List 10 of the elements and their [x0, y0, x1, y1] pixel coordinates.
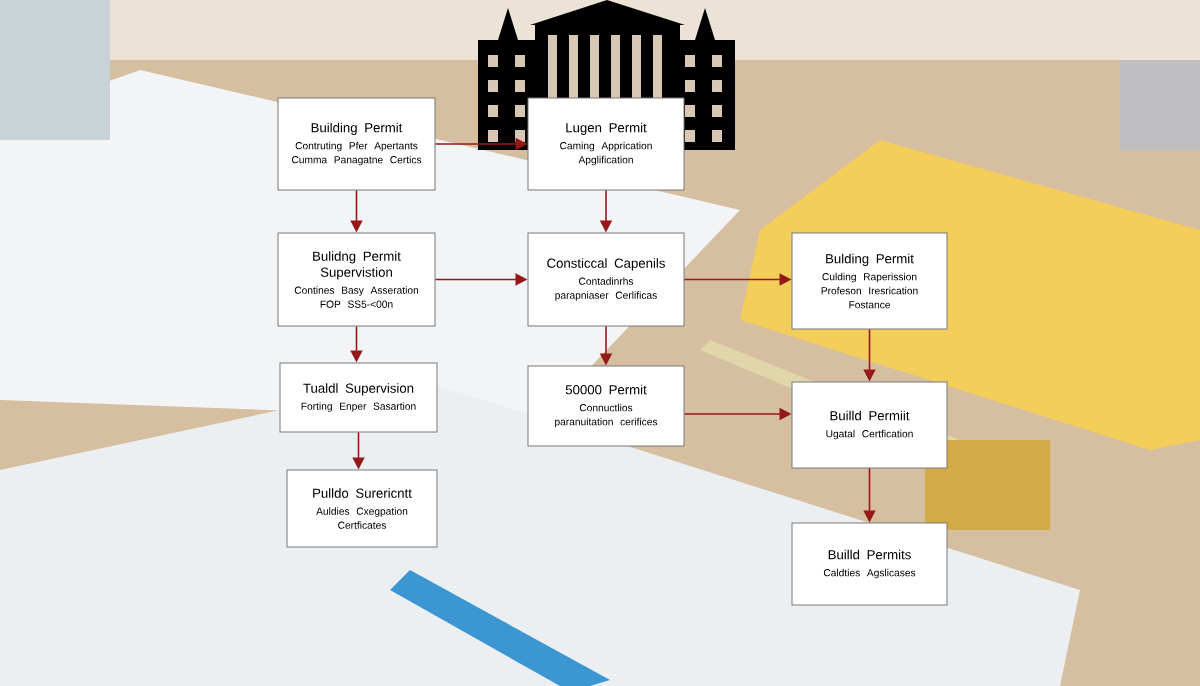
- process-box: Pulldo Surericntt Auldies Cxegpation Certficates: [286, 469, 438, 548]
- process-box: Consticcal Capenils Contadinrhs parapniaser Cerlificas: [527, 232, 685, 327]
- process-box: Building Permit Contruting Pfer Apertants Cumma Panagatne Certics: [277, 97, 436, 191]
- process-box: Builld Permits Caldties Agslicases: [791, 522, 948, 606]
- process-box: Tualdl Supervision Forting Enper Sasartion: [279, 362, 438, 433]
- process-box: Lugen Permit Caming Apprication Apglification: [527, 97, 685, 191]
- process-box: Bulidng Permit Supervistion Contines Basy Asseration FOP SS5-<00n: [277, 232, 436, 327]
- process-box: Builld Permiit Ugatal Certfication: [791, 381, 948, 469]
- process-box: 50000 Permit Connuctlios paranuitation cerifices: [527, 365, 685, 447]
- process-box: Bulding Permit Culding Raperission Profeson Iresrication Fostance: [791, 232, 948, 330]
